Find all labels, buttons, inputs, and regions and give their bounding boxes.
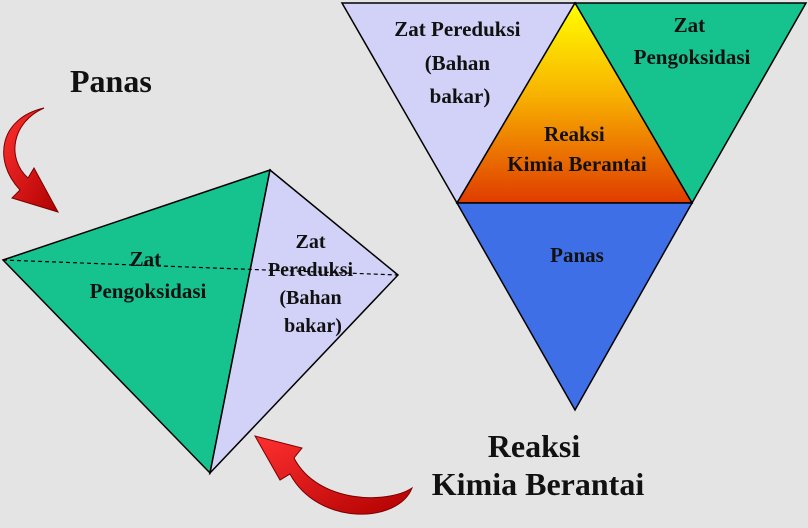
- chain-reaction-section-label: Reaksi Kimia Berantai: [507, 122, 647, 176]
- tetrahedron: Zat Pengoksidasi Zat Pereduksi (Bahan ba…: [1, 168, 400, 476]
- fuel-face: [208, 168, 400, 476]
- heat-section-label: Panas: [550, 243, 604, 267]
- chain-reaction-caption: Reaksi Kimia Berantai: [432, 428, 645, 502]
- chain-reaction-arrow-icon: [253, 435, 414, 515]
- oxidizer-face-label: Zat Pengoksidasi: [90, 247, 207, 303]
- heat-caption: Panas: [70, 63, 152, 99]
- fuel-face-label: Zat Pereduksi (Bahan bakar): [268, 231, 358, 337]
- oxidizer-section-label: Zat Pengoksidasi: [634, 13, 751, 69]
- hidden-back-edge: [2, 259, 399, 276]
- heat-section: [455, 202, 694, 412]
- heat-arrow-icon: [3, 107, 60, 213]
- fuel-section-label: Zat Pereduksi (Bahan bakar): [394, 17, 525, 108]
- fire-triangle: Zat Pereduksi (Bahan bakar) Zat Pengoksi…: [340, 1, 808, 412]
